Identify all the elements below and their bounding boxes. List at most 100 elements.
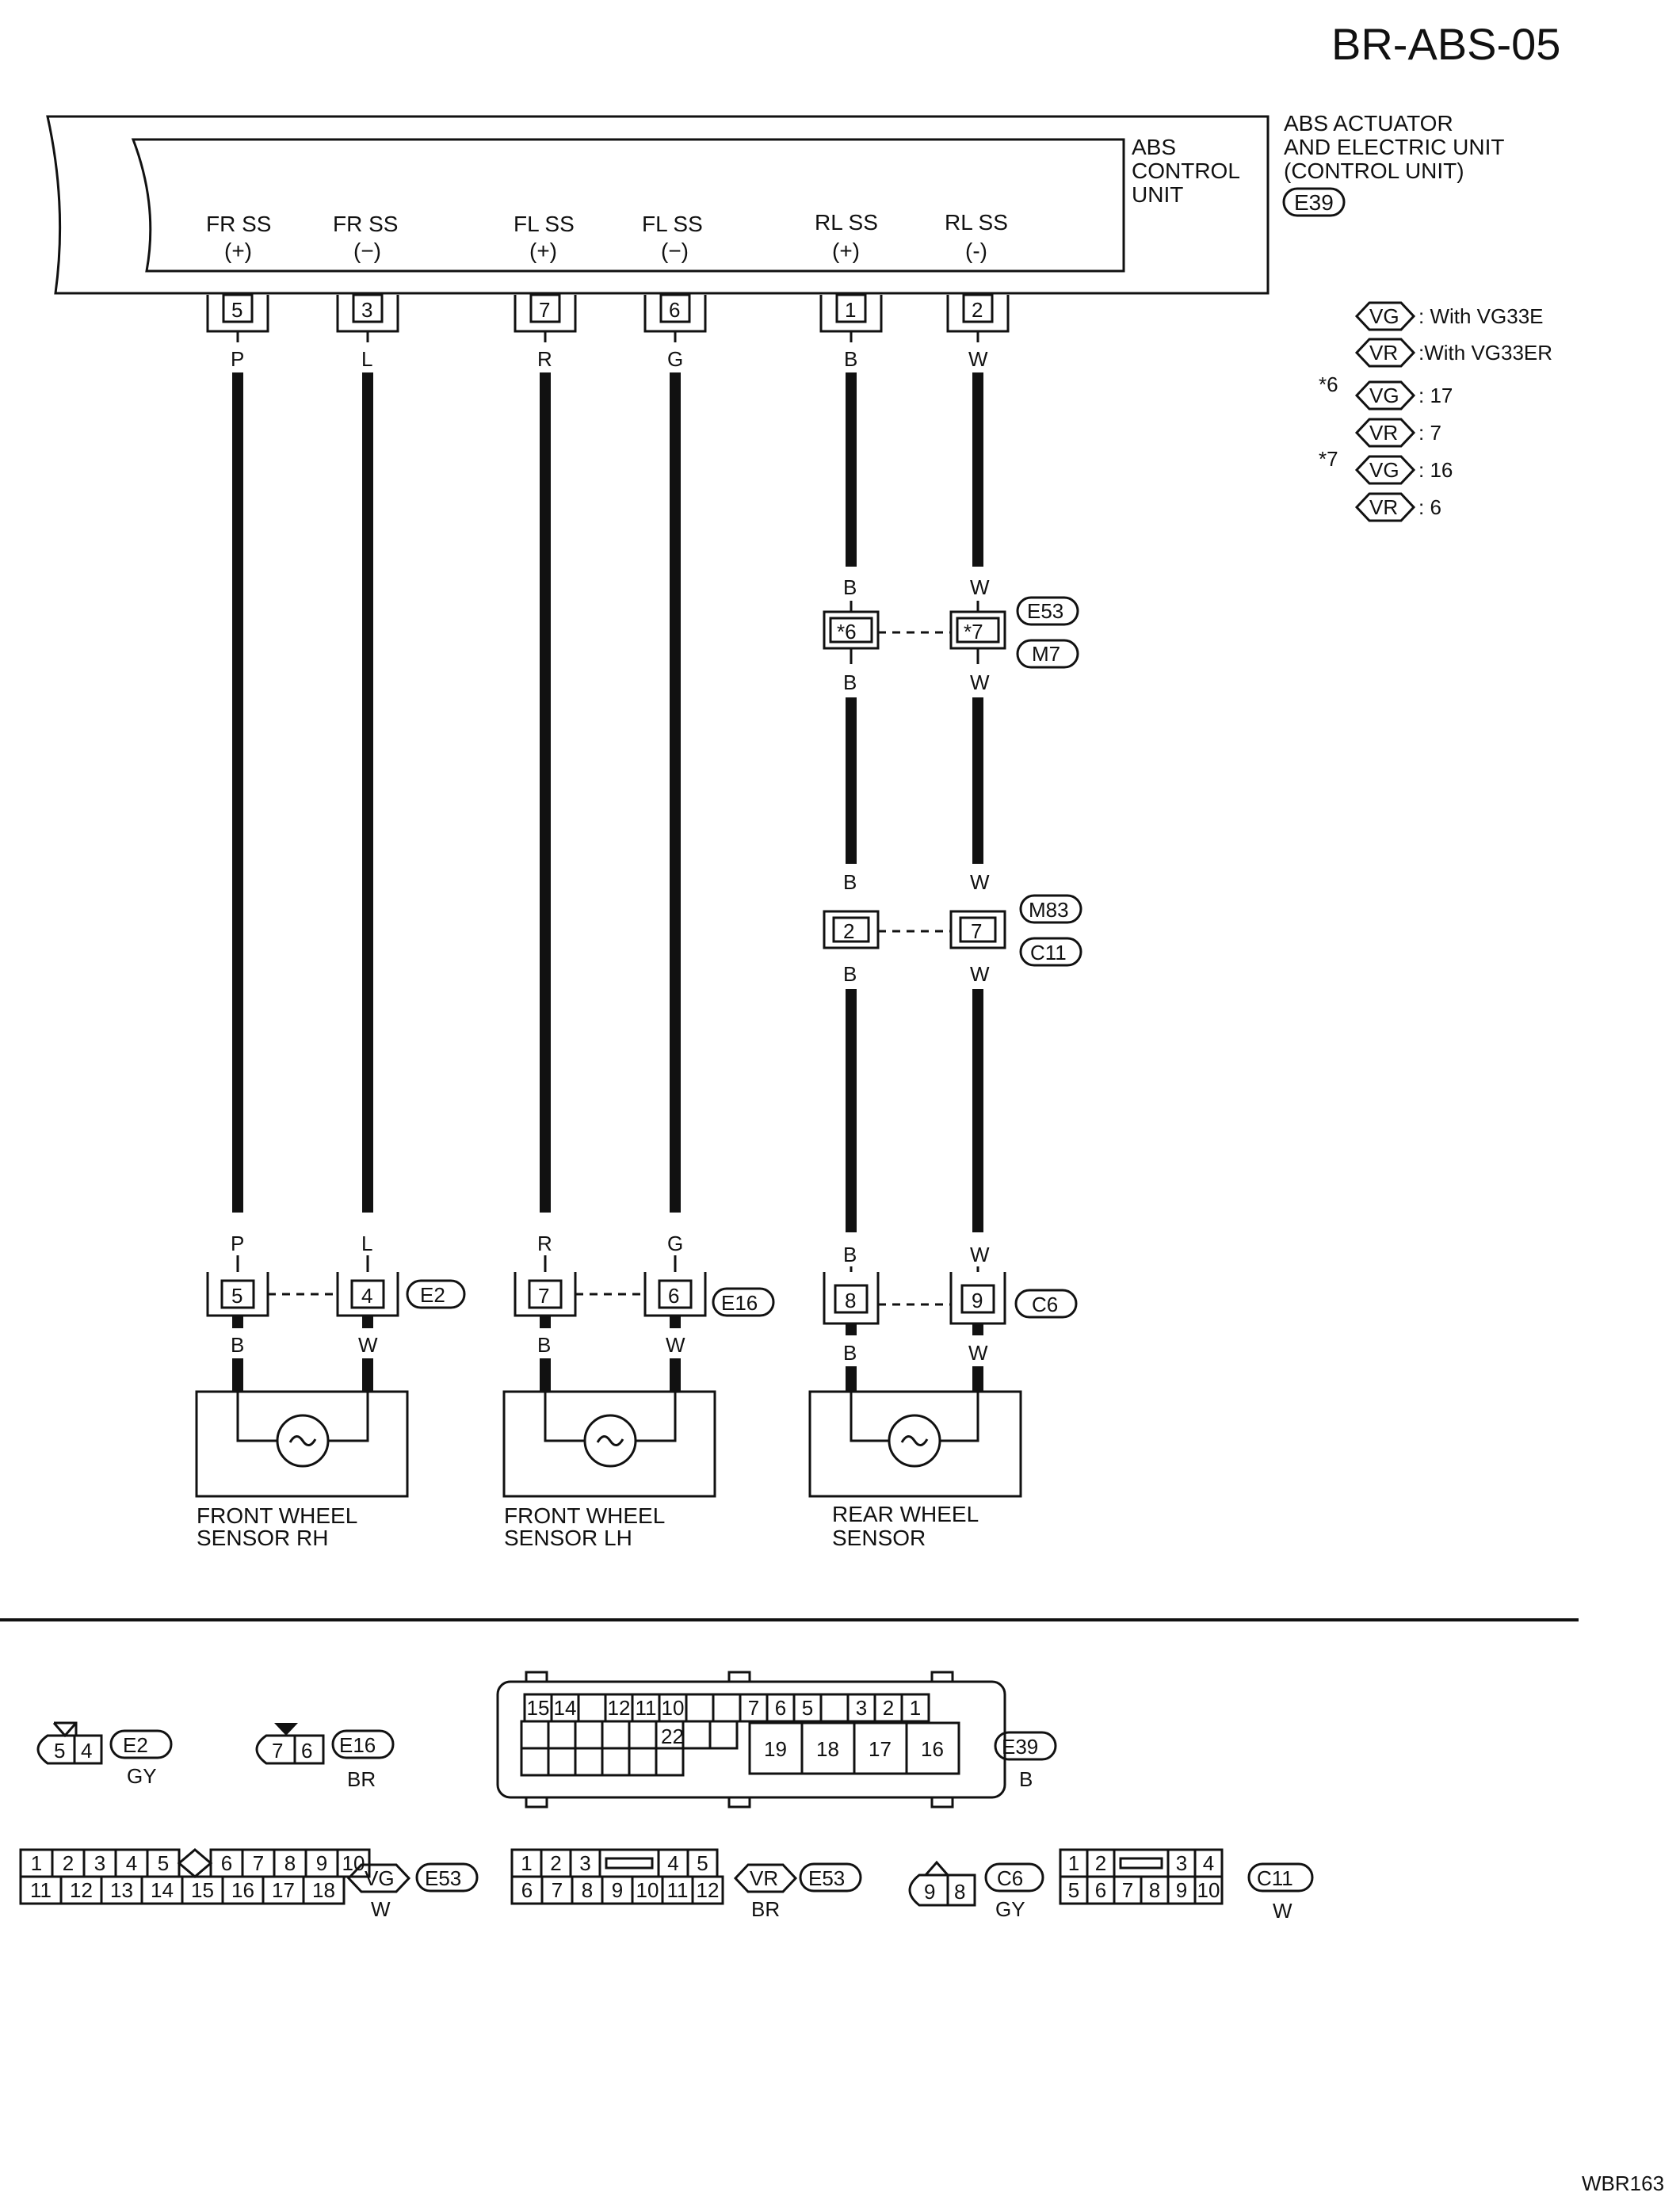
svg-text:B: B bbox=[843, 962, 857, 986]
pin-label: 7 bbox=[552, 1878, 563, 1902]
svg-text:VG: VG bbox=[365, 1866, 395, 1890]
pin-label: 8 bbox=[1149, 1878, 1160, 1902]
svg-text:5: 5 bbox=[54, 1739, 65, 1763]
svg-text:W: W bbox=[970, 962, 990, 986]
rear-wheel-sensor: REAR WHEEL SENSOR bbox=[808, 1366, 1022, 1550]
pin-label: 4 bbox=[126, 1851, 137, 1875]
pin-label: 10 bbox=[662, 1696, 685, 1720]
pin-connector-top-1: 1 bbox=[819, 293, 883, 333]
pin-label: 10 bbox=[636, 1878, 659, 1902]
connector-view-e16: 7 6 E16 BR bbox=[255, 1723, 395, 1791]
pin-cell bbox=[712, 1693, 742, 1723]
pin-label: 2 bbox=[1095, 1851, 1106, 1875]
svg-text:B: B bbox=[1019, 1767, 1033, 1791]
svg-text:VG: VG bbox=[1369, 304, 1399, 328]
svg-text:17: 17 bbox=[869, 1737, 892, 1761]
svg-text:REAR WHEEL: REAR WHEEL bbox=[832, 1502, 979, 1526]
svg-text:E2: E2 bbox=[123, 1733, 148, 1757]
pin-cell bbox=[691, 1875, 724, 1905]
svg-text:6: 6 bbox=[669, 298, 680, 322]
wire-fr-minus: L L bbox=[361, 331, 373, 1255]
joint-c6: 8 9 C6 B W bbox=[823, 1266, 1078, 1365]
svg-text:(+): (+) bbox=[529, 239, 557, 263]
pin-label: 6 bbox=[521, 1878, 533, 1902]
pin-connector-top-2: 2 bbox=[946, 293, 1010, 333]
joint-e53-m7: *6 *7 E53 M7 bbox=[823, 596, 1079, 669]
legend-row-2: VR :With VG33ER bbox=[1354, 338, 1552, 368]
svg-text:GY: GY bbox=[127, 1764, 157, 1788]
svg-text:BR: BR bbox=[751, 1897, 780, 1921]
svg-text:6: 6 bbox=[668, 1284, 679, 1308]
pin-label: 5 bbox=[697, 1851, 708, 1875]
key-slot bbox=[1119, 1857, 1163, 1870]
svg-text:FRONT WHEEL: FRONT WHEEL bbox=[504, 1503, 665, 1528]
svg-text:W: W bbox=[371, 1897, 391, 1921]
svg-text:C6: C6 bbox=[997, 1866, 1023, 1890]
svg-text:22: 22 bbox=[661, 1724, 684, 1748]
svg-text:7: 7 bbox=[539, 298, 550, 322]
pin-label: 4 bbox=[667, 1851, 678, 1875]
svg-text:W: W bbox=[1273, 1899, 1292, 1923]
svg-text:B: B bbox=[843, 870, 857, 894]
terminal-rl-plus: RL SS (+) bbox=[815, 210, 878, 263]
joint-e16: 7 6 E16 B W bbox=[514, 1255, 775, 1357]
svg-text:B: B bbox=[537, 1333, 551, 1357]
pin-label: 9 bbox=[612, 1878, 623, 1902]
terminal-fr-plus: FR SS (+) bbox=[206, 212, 271, 263]
svg-text:B: B bbox=[844, 347, 857, 371]
pin-slot bbox=[598, 1848, 660, 1878]
svg-text:B: B bbox=[843, 575, 857, 599]
svg-text:CONTROL: CONTROL bbox=[1132, 159, 1240, 183]
control-unit-label: ABS CONTROL UNIT bbox=[1132, 135, 1240, 207]
terminal-fl-minus: FL SS (−) bbox=[642, 212, 703, 263]
svg-text:*7: *7 bbox=[1319, 447, 1338, 471]
svg-text:P: P bbox=[231, 1232, 244, 1255]
svg-text:FL SS: FL SS bbox=[642, 212, 703, 236]
front-wheel-sensor-lh: FRONT WHEEL SENSOR LH bbox=[502, 1358, 716, 1550]
pin-label: 18 bbox=[312, 1878, 335, 1902]
pin-label: 6 bbox=[221, 1851, 232, 1875]
svg-text:(−): (−) bbox=[353, 239, 381, 263]
pin-label: 12 bbox=[697, 1878, 720, 1902]
svg-text:: 6: : 6 bbox=[1418, 495, 1441, 519]
pin-cell bbox=[336, 1848, 371, 1878]
sensor-coil-icon bbox=[888, 1414, 941, 1468]
svg-text:7: 7 bbox=[971, 919, 982, 943]
pin-connector-top-7: 7 bbox=[514, 293, 577, 333]
connector-view-c6: 9 8 C6 GY bbox=[908, 1860, 1044, 1921]
svg-text:E16: E16 bbox=[339, 1733, 376, 1757]
pin-label: 2 bbox=[883, 1696, 894, 1720]
pin-label: 7 bbox=[1122, 1878, 1133, 1902]
svg-text:SENSOR: SENSOR bbox=[832, 1526, 926, 1550]
reference-code: WBR163 bbox=[1582, 2171, 1664, 2195]
pin-label: 12 bbox=[608, 1696, 631, 1720]
wire-fl-minus: G G bbox=[667, 331, 683, 1255]
wire-rl-minus: W W W W W W bbox=[968, 331, 990, 1266]
svg-text:VR: VR bbox=[1369, 495, 1398, 519]
e16-connector-tag: E16 bbox=[721, 1291, 758, 1315]
svg-text:AND ELECTRIC UNIT: AND ELECTRIC UNIT bbox=[1284, 135, 1504, 159]
svg-text:FR SS: FR SS bbox=[333, 212, 398, 236]
svg-text:: 16: : 16 bbox=[1418, 458, 1453, 482]
svg-text:L: L bbox=[361, 1232, 372, 1255]
svg-text:*6: *6 bbox=[837, 620, 857, 644]
pin-connector-top-6: 6 bbox=[643, 293, 707, 333]
pin-cell bbox=[819, 1693, 850, 1723]
pin-label: 5 bbox=[802, 1696, 813, 1720]
legend-row-3: *6 VG : 17 bbox=[1319, 372, 1453, 411]
svg-text:: 7: : 7 bbox=[1418, 421, 1441, 445]
pin-label: 11 bbox=[667, 1878, 689, 1902]
svg-text:R: R bbox=[537, 347, 552, 371]
pin-label: 10 bbox=[342, 1851, 365, 1875]
wire-rl-plus: B B B B B B bbox=[843, 331, 857, 1266]
svg-text:ABS: ABS bbox=[1132, 135, 1176, 159]
e39-mid-row: 22 bbox=[520, 1720, 739, 1777]
pin-cell bbox=[900, 1693, 930, 1723]
pin-cell bbox=[302, 1875, 346, 1905]
svg-text:P: P bbox=[231, 347, 244, 371]
pin-connector-top-3: 3 bbox=[336, 293, 399, 333]
svg-text:ABS ACTUATOR: ABS ACTUATOR bbox=[1284, 111, 1453, 136]
svg-text:L: L bbox=[361, 347, 372, 371]
